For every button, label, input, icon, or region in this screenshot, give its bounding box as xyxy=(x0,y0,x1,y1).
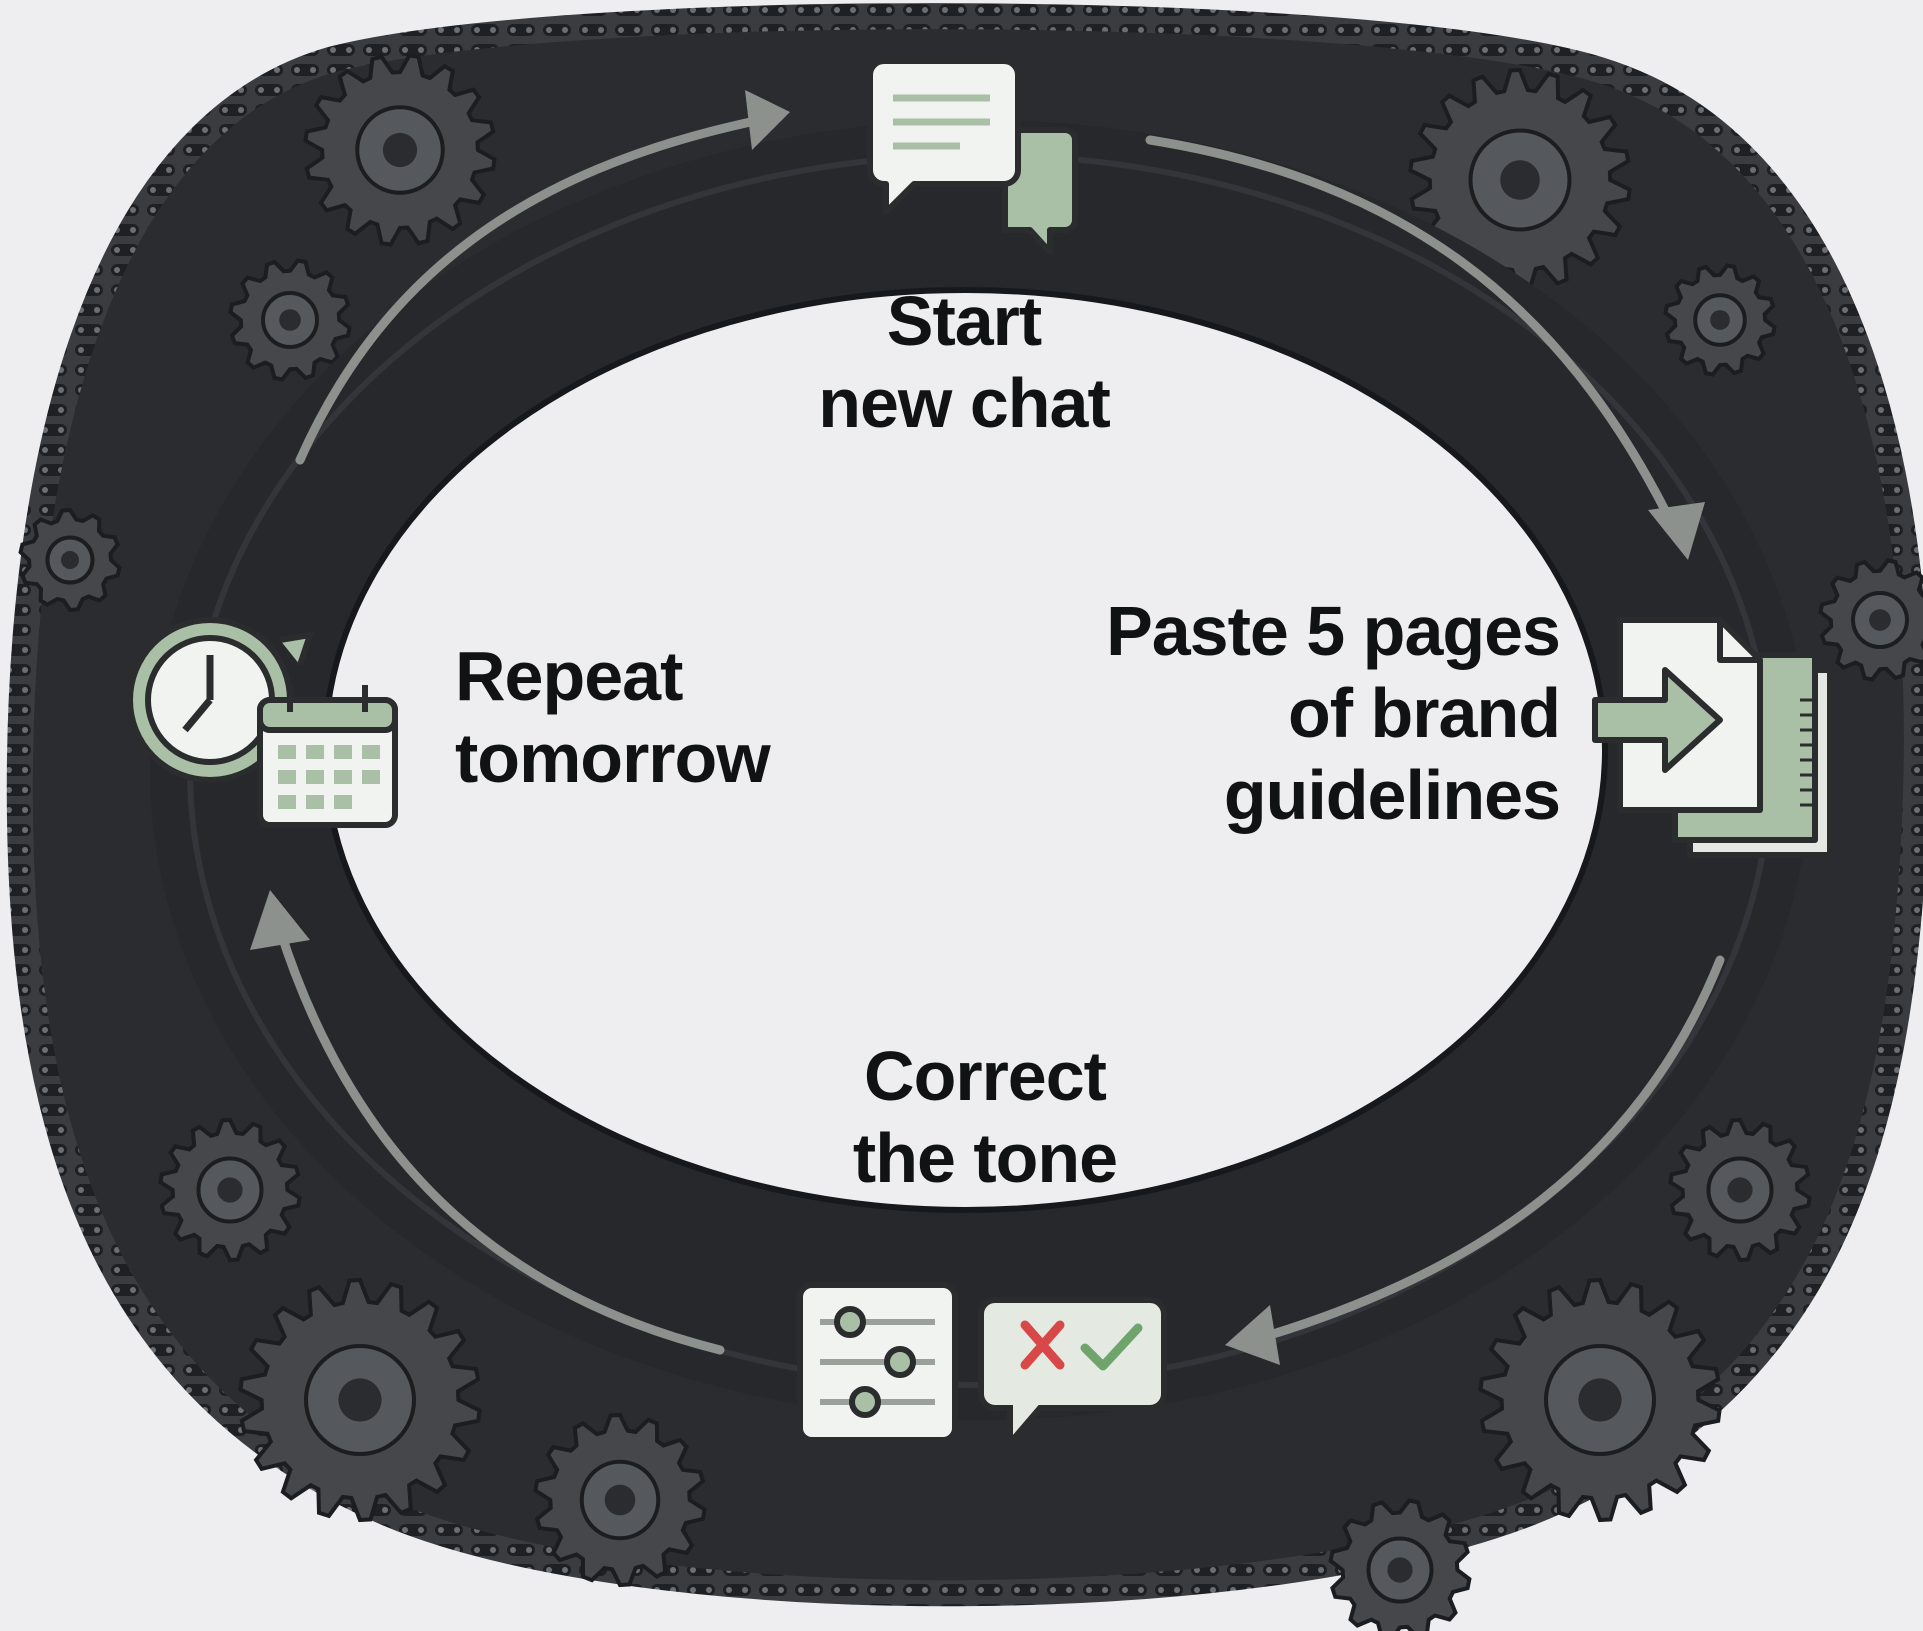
gear-icon xyxy=(533,1412,707,1588)
sliders-and-check-cross-icon xyxy=(797,1282,1167,1452)
step-repeat-line-2: tomorrow xyxy=(455,719,771,797)
step-label-paste: Paste 5 pages of brand guidelines xyxy=(1020,590,1561,836)
gear-icon xyxy=(1818,558,1923,682)
document-stack-arrow-icon xyxy=(1592,617,1833,858)
gears xyxy=(18,53,1923,1631)
step-correct-line-2: the tone xyxy=(852,1119,1118,1197)
step-label-start: Start new chat xyxy=(789,280,1139,444)
step-repeat-line-1: Repeat xyxy=(455,637,683,715)
arrow-top-left xyxy=(295,115,765,465)
clock-calendar-icon xyxy=(127,617,398,828)
arrow-top-left-head xyxy=(745,90,790,150)
arrow-bottom-right xyxy=(1265,955,1725,1340)
arrow-bottom-left xyxy=(275,925,725,1355)
gear-icon xyxy=(1408,67,1632,293)
step-start-line-2: new chat xyxy=(818,364,1111,442)
gear-icon xyxy=(1328,1498,1472,1631)
gear-icon xyxy=(228,258,352,382)
step-start-line-1: Start xyxy=(886,282,1042,360)
gear-icon xyxy=(18,507,122,613)
arrow-bottom-left-head xyxy=(250,890,310,950)
gear-icon xyxy=(1668,1117,1812,1263)
step-correct-line-1: Correct xyxy=(864,1037,1107,1115)
ring-band xyxy=(150,120,1810,1420)
gear-icon xyxy=(303,53,497,247)
flow-arrows xyxy=(250,90,1725,1365)
gear-icon xyxy=(1478,1277,1722,1523)
gear-icon xyxy=(238,1277,482,1523)
gear-icon xyxy=(158,1117,302,1263)
gear-icon xyxy=(1663,263,1777,377)
arrow-bottom-right-head xyxy=(1225,1305,1280,1365)
step-label-repeat: Repeat tomorrow xyxy=(455,635,771,799)
step-paste-line-3: guidelines xyxy=(1223,756,1561,834)
arrow-top-right xyxy=(1145,135,1675,525)
step-paste-line-2: of brand xyxy=(1288,674,1561,752)
arrow-top-right-head xyxy=(1648,502,1705,560)
step-label-correct: Correct the tone xyxy=(820,1035,1150,1199)
step-paste-line-1: Paste 5 pages xyxy=(1106,592,1561,670)
chat-bubbles-icon xyxy=(867,58,1078,255)
